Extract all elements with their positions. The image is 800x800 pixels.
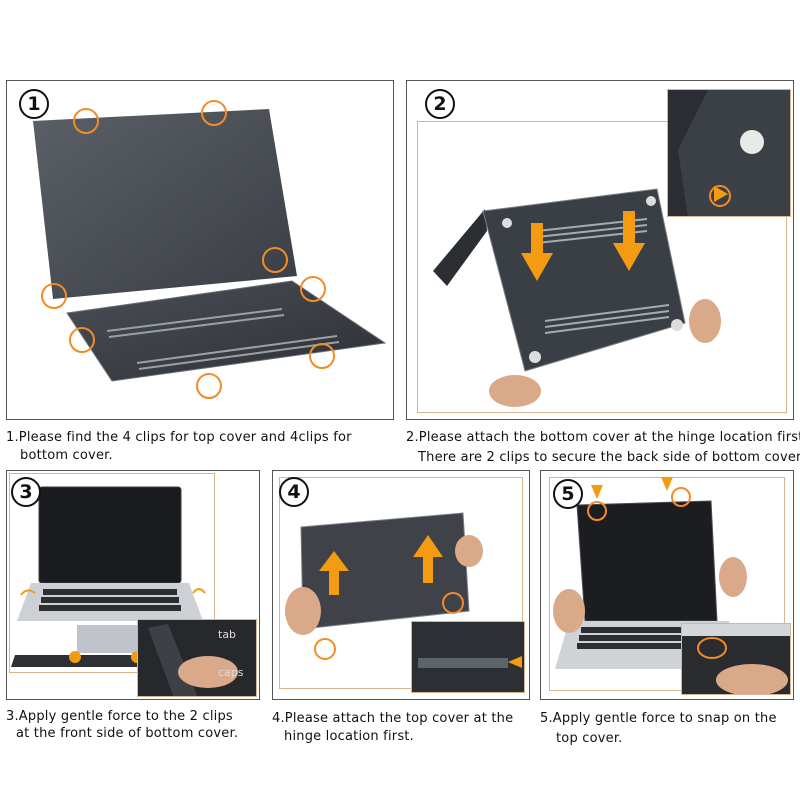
up-arrow-right bbox=[413, 535, 443, 583]
step-3-caption-line-1: 3.Apply gentle force to the 2 clips bbox=[6, 709, 233, 724]
bottom-cover-shell bbox=[66, 280, 387, 382]
step-2-hinge-inset bbox=[667, 89, 791, 217]
trackpad bbox=[77, 625, 143, 653]
hand-right bbox=[689, 299, 721, 343]
step-1-illustration bbox=[33, 100, 387, 399]
step-2-illustration bbox=[433, 188, 721, 407]
step-3-frame bbox=[9, 473, 215, 673]
laptop-screen bbox=[38, 486, 182, 584]
step-1-caption-line-1: 1.Please find the 4 clips for top cover … bbox=[6, 430, 352, 445]
bottom-cover-shell bbox=[482, 188, 686, 372]
step-3-clip-inset: tab caps bbox=[137, 619, 257, 697]
step-5-caption-line-1: 5.Apply gentle force to snap on the bbox=[540, 711, 777, 726]
step-5-panel: 5 bbox=[540, 470, 794, 700]
step-4-caption-line-1: 4.Please attach the top cover at the bbox=[272, 711, 514, 726]
step-4-caption-line-2: hinge location first. bbox=[284, 729, 414, 744]
step-2-caption-line-1: 2.Please attach the bottom cover at the … bbox=[406, 430, 800, 445]
step-5-caption-line-2: top cover. bbox=[556, 731, 623, 746]
caps-key-label: caps bbox=[218, 666, 244, 679]
step-4-panel: 4 bbox=[272, 470, 530, 700]
step-2-frame bbox=[417, 121, 787, 413]
hand-bottom bbox=[489, 375, 541, 407]
down-arrow-right bbox=[613, 211, 645, 271]
step-4-hinge-inset bbox=[411, 621, 525, 693]
down-arrow-left bbox=[521, 223, 553, 281]
hand-left bbox=[553, 589, 585, 633]
step-1-caption-line-2: bottom cover. bbox=[20, 448, 113, 463]
tab-key-label: tab bbox=[218, 628, 236, 641]
step-5-number-badge: 5 bbox=[553, 479, 583, 509]
step-1-number-badge: 1 bbox=[19, 89, 49, 119]
step-2-panel: 2 bbox=[406, 80, 794, 420]
step-5-snap-inset bbox=[681, 623, 791, 695]
hand-right bbox=[719, 557, 747, 597]
hand-right bbox=[455, 535, 483, 567]
step-4-number-badge: 4 bbox=[279, 477, 309, 507]
hand-left bbox=[285, 587, 321, 635]
step-4-illustration bbox=[285, 512, 483, 660]
step-3-illustration bbox=[11, 486, 211, 667]
step-4-frame bbox=[279, 477, 523, 689]
step-3-number-badge: 3 bbox=[11, 477, 41, 507]
step-3-panel: 3 tab caps bbox=[6, 470, 260, 700]
up-arrow-left bbox=[319, 551, 349, 595]
step-1-panel: 1 bbox=[6, 80, 394, 420]
top-cover-shell bbox=[33, 109, 297, 299]
step-2-caption-line-2: There are 2 clips to secure the back sid… bbox=[418, 450, 800, 465]
step-3-caption-line-2: at the front side of bottom cover. bbox=[16, 726, 239, 741]
step-2-number-badge: 2 bbox=[425, 89, 455, 119]
laptop-lid bbox=[433, 209, 487, 286]
